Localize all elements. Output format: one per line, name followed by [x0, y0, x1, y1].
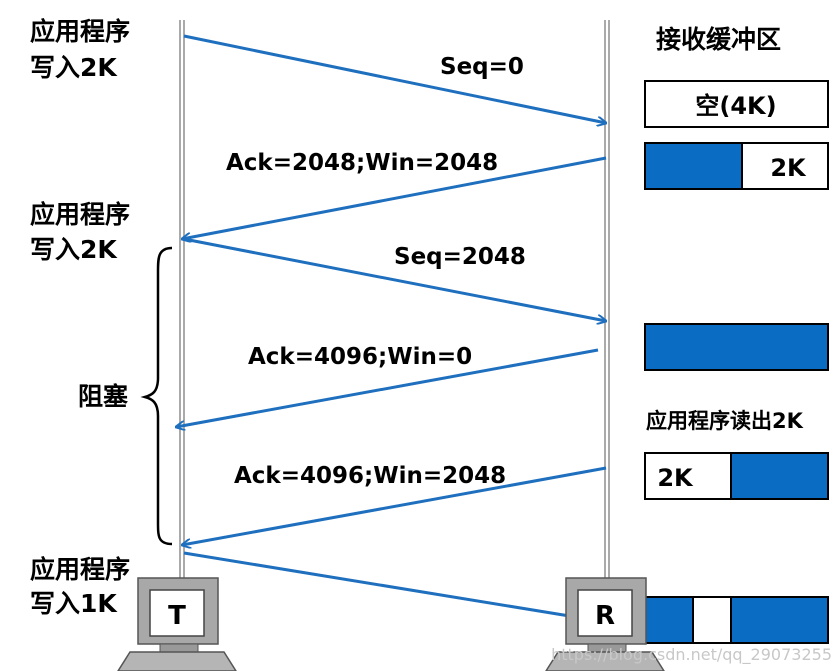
message-arrow-ack-4096-win-0: [176, 348, 599, 427]
sender-note-2-line1: 应用程序: [30, 200, 130, 229]
receiver-computer-icon: R: [545, 577, 665, 671]
sender-note-2-line2: 写入2K: [30, 235, 118, 264]
sender-note-3-line2: 写入1K: [30, 589, 118, 618]
sender-note-1-line2: 写入2K: [30, 53, 118, 82]
buffer-state-2: 2K: [644, 142, 829, 190]
buffer-1-text: 空(4K): [695, 92, 776, 120]
sender-note-1-line1: 应用程序: [30, 17, 130, 46]
receiver-node-label: R: [595, 601, 615, 631]
message-arrow-seq-2048: [183, 237, 606, 321]
buffer-state-3: [644, 323, 829, 371]
sender-timeline: [179, 20, 185, 590]
message-label-1: Seq=0: [440, 54, 524, 80]
block-label: 阻塞: [78, 382, 128, 411]
buffer-event-label: 应用程序读出2K: [646, 409, 804, 433]
message-arrow-ack-2048: [182, 156, 607, 239]
blocking-brace: [140, 246, 173, 546]
message-arrow-seq-0: [183, 34, 606, 123]
message-label-4: Ack=4096;Win=0: [248, 344, 472, 370]
receiver-timeline: [604, 20, 610, 590]
sender-node-label: T: [168, 601, 186, 631]
buffer-2-text: 2K: [770, 154, 807, 182]
message-label-3: Seq=2048: [394, 244, 526, 270]
buffer-header: 接收缓冲区: [656, 25, 781, 54]
buffer-4-text: 2K: [657, 464, 694, 492]
message-label-2: Ack=2048;Win=2048: [226, 150, 498, 176]
message-label-5: Ack=4096;Win=2048: [234, 463, 506, 489]
watermark: https://blog.csdn.net/qq_29073255: [551, 645, 832, 665]
buffer-state-4: 2K: [644, 452, 829, 500]
sender-note-3-line1: 应用程序: [30, 555, 130, 584]
buffer-state-5: [644, 596, 829, 644]
message-arrow-ack-4096-win-2048: [182, 466, 607, 545]
sender-computer-icon: T: [117, 577, 237, 671]
message-arrow-final-send: [183, 551, 595, 622]
buffer-state-1: 空(4K): [644, 80, 829, 128]
